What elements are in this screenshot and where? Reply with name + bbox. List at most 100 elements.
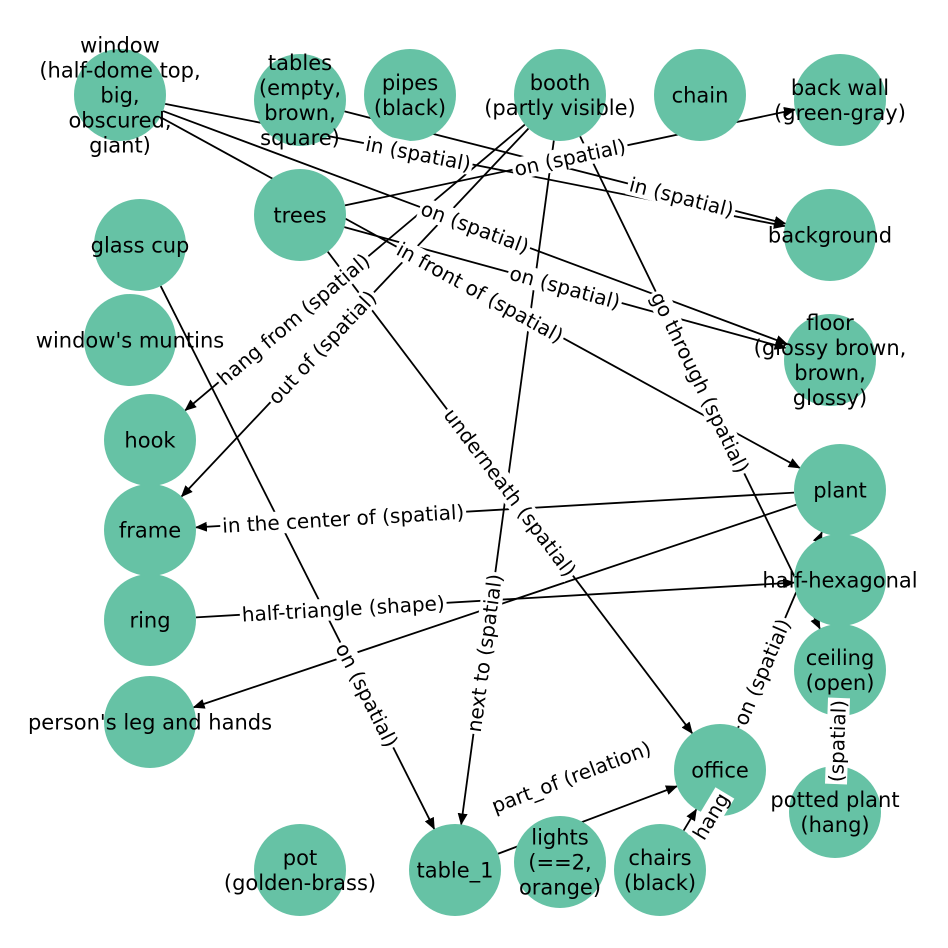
node-circle[interactable] [254, 54, 346, 146]
node-circle[interactable] [409, 824, 501, 916]
edge-label-background [505, 261, 625, 314]
edge-label-group: underneath (spatial) [438, 402, 582, 583]
edge-label-group: on (spatial) [728, 613, 796, 731]
node-label-window: window(half-dome top,big,obscured,giant) [39, 33, 200, 157]
node-circle[interactable] [254, 824, 346, 916]
edge-label-background [438, 402, 582, 583]
node-ring[interactable] [104, 574, 196, 666]
node-label-table1: table_1 [416, 858, 493, 883]
edge-label-group: on (spatial) [330, 637, 404, 753]
edge-label-part-of-relation: part_of (relation) [488, 736, 654, 818]
edge-label-background [391, 237, 569, 348]
node-label-booth: booth(partly visible) [484, 71, 636, 120]
node-label-chairs: chairs(black) [624, 846, 696, 895]
node-tables[interactable] [254, 54, 346, 146]
edge-label-background [211, 247, 376, 391]
node-circle[interactable] [254, 169, 346, 261]
node-lights[interactable] [514, 816, 606, 908]
node-circle[interactable] [794, 444, 886, 536]
edge-label-background [687, 787, 735, 846]
node-label-chain: chain [672, 83, 729, 107]
node-backwall[interactable] [794, 54, 886, 146]
edge-label-background [486, 736, 656, 818]
edge-label-background [462, 570, 507, 736]
node-booth[interactable] [514, 49, 606, 141]
node-circle[interactable] [364, 49, 456, 141]
node-label-backwall: back wall(green-gray) [774, 76, 906, 125]
node-chain[interactable] [654, 49, 746, 141]
node-circle[interactable] [794, 54, 886, 146]
node-glasscup[interactable] [94, 199, 186, 291]
node-person[interactable] [104, 676, 196, 768]
node-circle[interactable] [104, 676, 196, 768]
node-pot[interactable] [254, 824, 346, 916]
edge-label-background [625, 172, 738, 222]
edge-label-group: in (spatial) [625, 172, 738, 222]
node-circle[interactable] [94, 199, 186, 291]
edge-label-background [645, 286, 755, 479]
node-circle[interactable] [104, 394, 196, 486]
node-office[interactable] [674, 724, 766, 816]
edge-label-background [416, 196, 534, 259]
node-label-person: person's leg and hands [28, 710, 272, 734]
edge-label-in-the-center-of-spatial: in the center of (spatial) [222, 500, 465, 538]
node-circle[interactable] [784, 189, 876, 281]
node-ceiling[interactable] [794, 624, 886, 716]
edge-label-on-spatial: on (spatial) [729, 615, 796, 729]
node-label-halfhex: half-hexagonal [762, 568, 917, 592]
node-circle[interactable] [654, 49, 746, 141]
node-window[interactable] [74, 49, 166, 141]
node-label-tables: tables(empty,brown,square) [259, 51, 341, 150]
node-circle[interactable] [514, 49, 606, 141]
node-halfhex[interactable] [794, 534, 886, 626]
edge-label-underneath-spatial: underneath (spatial) [439, 404, 582, 582]
node-label-lights: lights(==2,orange) [519, 825, 601, 899]
node-circle[interactable] [104, 574, 196, 666]
edge-label-group: go through (spatial) [645, 286, 755, 479]
node-circle[interactable] [789, 766, 881, 858]
edge-label-group: part_of (relation) [486, 736, 656, 818]
node-frame[interactable] [104, 484, 196, 576]
edge-label-half-triangle-shape: half-triangle (shape) [241, 591, 445, 627]
node-label-ceiling: ceiling(open) [806, 646, 875, 695]
node-label-potted: potted plant(hang) [770, 788, 899, 837]
node-circle[interactable] [784, 314, 876, 406]
node-chairs[interactable] [614, 824, 706, 916]
node-circle[interactable] [674, 724, 766, 816]
edge-label-next-to-spatial: next to (spatial) [462, 572, 507, 733]
node-table1[interactable] [409, 824, 501, 916]
node-circle[interactable] [794, 534, 886, 626]
node-circle[interactable] [614, 824, 706, 916]
node-circle[interactable] [794, 624, 886, 716]
edge-label-group: in the center of (spatial) [219, 500, 467, 538]
node-circle[interactable] [74, 49, 166, 141]
node-floor[interactable] [784, 314, 876, 406]
node-label-hook: hook [124, 428, 176, 452]
edge-label-group: (spatial) [824, 697, 851, 785]
node-hook[interactable] [104, 394, 196, 486]
node-trees[interactable] [254, 169, 346, 261]
edge-chairs-office [682, 808, 698, 832]
node-muntins[interactable] [84, 294, 176, 386]
node-circle[interactable] [514, 816, 606, 908]
edge-label-background [728, 613, 796, 731]
edge-label-go-through-spatial: go through (spatial) [646, 288, 754, 477]
node-label-muntins: window's muntins [36, 328, 224, 352]
edge-label-spatial: (spatial) [824, 700, 851, 783]
node-potted[interactable] [789, 766, 881, 858]
node-pipes[interactable] [364, 49, 456, 141]
node-circle[interactable] [104, 484, 196, 576]
edge-label-background [219, 500, 467, 537]
node-label-office: office [691, 758, 749, 782]
node-plant[interactable] [794, 444, 886, 536]
edge-label-group: next to (spatial) [462, 570, 507, 736]
node-circle[interactable] [84, 294, 176, 386]
edge-label-on-spatial: on (spatial) [331, 639, 404, 751]
edge-label-background [510, 134, 630, 181]
node-label-pot: pot(golden-brass) [224, 846, 376, 895]
edge-label-group: on (spatial) [510, 134, 630, 181]
node-background[interactable] [784, 189, 876, 281]
